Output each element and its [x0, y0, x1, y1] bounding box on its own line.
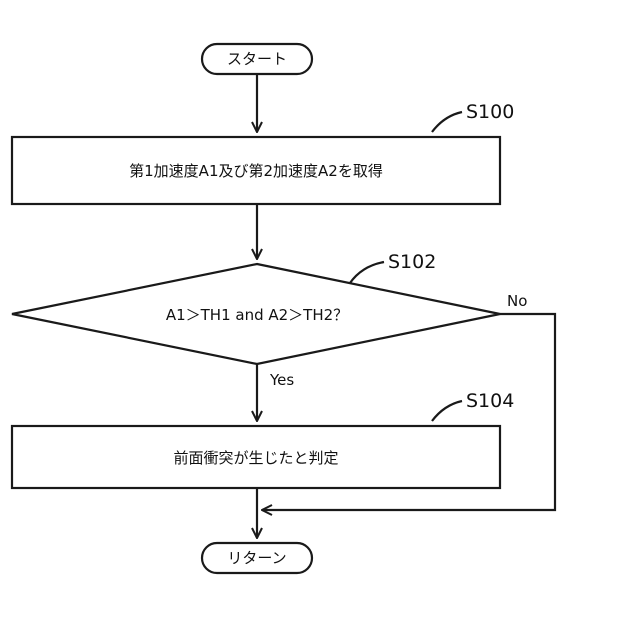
s104-leader-line: [432, 401, 462, 421]
s102-step-id: S102: [388, 251, 436, 273]
end-label: リターン: [227, 549, 286, 567]
start-terminal: スタート: [202, 44, 312, 74]
s102-leader-line: [350, 262, 384, 283]
s100-step-id: S100: [466, 101, 514, 123]
yes-label: Yes: [269, 371, 294, 389]
start-label: スタート: [227, 50, 287, 68]
process-s104: 前面衝突が生じたと判定: [12, 426, 500, 488]
end-terminal: リターン: [202, 543, 312, 573]
s100-leader-line: [432, 112, 462, 132]
no-label: No: [507, 292, 527, 310]
process-s100: 第1加速度A1及び第2加速度A2を取得: [12, 137, 500, 204]
s104-step-id: S104: [466, 390, 514, 412]
s100-label: 第1加速度A1及び第2加速度A2を取得: [129, 162, 383, 180]
decision-s102: A1＞TH1 and A2＞TH2？: [12, 264, 500, 364]
s104-label: 前面衝突が生じたと判定: [173, 449, 338, 467]
s102-label: A1＞TH1 and A2＞TH2？: [166, 306, 348, 324]
